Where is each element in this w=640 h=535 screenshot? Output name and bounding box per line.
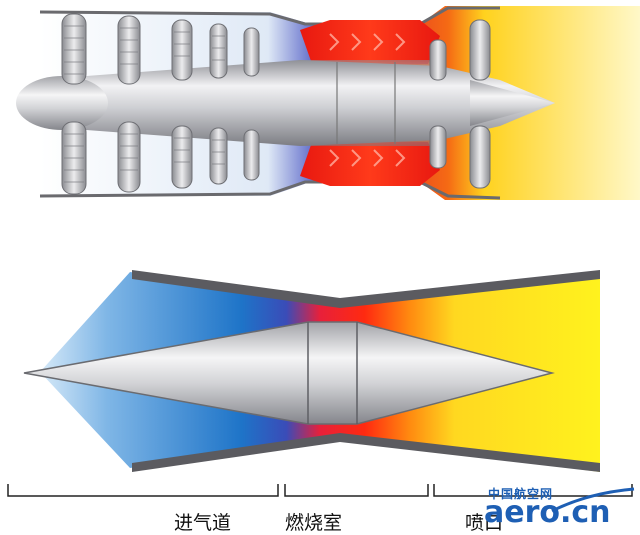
compressor-blade-ribs — [64, 25, 225, 183]
bracket-combustor — [284, 484, 429, 497]
bracket-inlet — [7, 484, 279, 497]
tail-cone — [470, 80, 555, 126]
ramjet-wall-upper — [132, 270, 600, 308]
inlet-label: 进气道 — [174, 512, 232, 534]
watermark-swoosh-icon — [551, 487, 635, 513]
turbine-blades — [429, 19, 491, 189]
core-drum — [300, 60, 440, 146]
combustion-chamber-upper — [300, 20, 440, 64]
combustion-chamber-lower — [300, 142, 440, 186]
watermark: 中国航空网 aero.cn — [478, 483, 640, 531]
watermark-domain: aero.cn — [484, 495, 611, 530]
watermark-chinese: 中国航空网 — [488, 487, 554, 501]
nozzle-label: 喷口 — [465, 512, 504, 534]
spinner-nose — [16, 76, 108, 130]
flame-marks — [329, 33, 406, 167]
ramjet-diagram — [23, 270, 600, 472]
combustor-label: 燃烧室 — [285, 512, 343, 534]
turbojet-cutaway — [16, 6, 640, 200]
ramjet-wall-lower — [132, 433, 600, 472]
compressor-blades — [61, 13, 260, 195]
